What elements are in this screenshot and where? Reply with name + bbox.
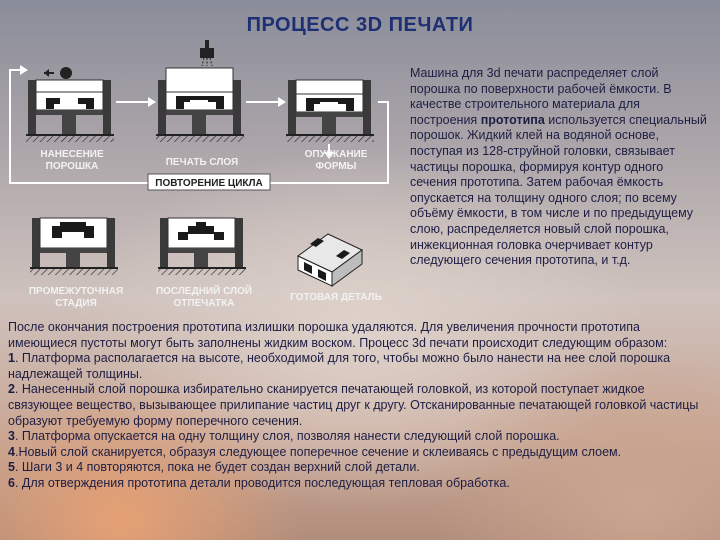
cycle-label: ПОВТОРЕНИЕ ЦИКЛА	[155, 178, 262, 189]
process-intro: После окончания построения прототипа изл…	[8, 320, 668, 350]
label-print-layer: ПЕЧАТЬ СЛОЯ	[166, 157, 239, 168]
step-1: 1. Платформа располагается на высоте, не…	[8, 351, 671, 381]
term-prototype: прототипа	[480, 112, 545, 127]
process-text: После окончания построения прототипа изл…	[8, 320, 712, 492]
unit-intermediate	[30, 217, 118, 275]
unit-layer-printing	[156, 40, 244, 142]
label-last-1: ПОСЛЕДНИЙ СЛОЙ	[156, 284, 252, 297]
step-2: 2. Нанесенный слой порошка избирательно …	[8, 382, 699, 428]
label-powder-1: НАНЕСЕНИЕ	[40, 149, 104, 160]
step-3: 3. Платформа опускается на одну толщину …	[8, 429, 560, 444]
label-lower-1: ОПУСКАНИЕ	[305, 149, 368, 160]
label-interm-2: СТАДИЯ	[55, 298, 97, 309]
unit-last-layer	[158, 217, 246, 275]
label-last-2: ОТПЕЧАТКА	[174, 298, 235, 309]
cycle-label-box	[147, 173, 271, 191]
finished-part-icon	[297, 233, 363, 287]
step-6: 6. Для отверждения прототипа детали пров…	[8, 475, 510, 490]
label-powder-2: ПОРОШКА	[46, 161, 99, 172]
step-5: 5. Шаги 3 и 4 повторяются, пока не будет…	[8, 460, 420, 475]
page-title: ПРОЦЕСС 3D ПЕЧАТИ	[246, 14, 474, 36]
description-text: Машина для 3d печати распределяет слой п…	[410, 66, 707, 268]
label-lower-2: ФОРМЫ	[316, 161, 357, 172]
label-finished: ГОТОВАЯ ДЕТАЛЬ	[290, 292, 382, 303]
unit-powder-spreading	[26, 67, 114, 142]
step-4: 4.Новый слой сканируется, образуя следую…	[8, 444, 622, 459]
label-interm-1: ПРОМЕЖУТОЧНАЯ	[29, 286, 123, 297]
unit-lowering	[286, 79, 374, 142]
process-diagram: ПОВТОРЕНИЕ ЦИКЛА НАНЕСЕНИЕ ПОРОШКА ПЕЧАТ…	[9, 40, 389, 309]
